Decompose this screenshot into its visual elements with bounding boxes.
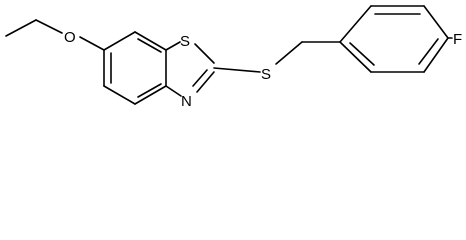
bond-c2-s (213, 67, 261, 73)
bond-s-ch2 (275, 41, 303, 65)
ring-bond (134, 85, 167, 105)
double-bond-inner (418, 38, 439, 65)
ring-bond (194, 43, 215, 64)
fluorophenyl-ring (339, 5, 453, 73)
benzene-ring (103, 31, 167, 105)
double-bond-inner (192, 69, 208, 87)
ether-oxygen-label: O (64, 29, 76, 46)
ring-bond (339, 5, 372, 43)
ring-bond (339, 41, 372, 73)
double-bond-inner (349, 42, 375, 66)
ring-bond (196, 71, 215, 93)
ring-bond (165, 85, 182, 97)
thiazole-ring (165, 41, 215, 97)
fluorine-label: F (453, 31, 462, 48)
bond-ch3-ch2 (5, 19, 37, 37)
ring-bond (423, 37, 449, 73)
bond-ch2-o (35, 19, 63, 34)
ring-bond (134, 31, 167, 51)
ring-bond (103, 85, 136, 105)
ring-bond (103, 31, 136, 51)
bond-o-aryl (79, 36, 105, 51)
chemical-structure: O S N S F (5, 5, 462, 110)
thioether-sulfur-label: S (261, 66, 271, 83)
ring-bond (165, 41, 181, 51)
thioether-linker (213, 41, 341, 73)
ring-nitrogen-label: N (181, 93, 192, 110)
ethoxy-group (5, 19, 105, 51)
double-bond-inner (137, 83, 162, 98)
double-bond-inner (137, 38, 162, 53)
ring-sulfur-label: S (180, 33, 190, 50)
ring-bond (423, 5, 449, 39)
